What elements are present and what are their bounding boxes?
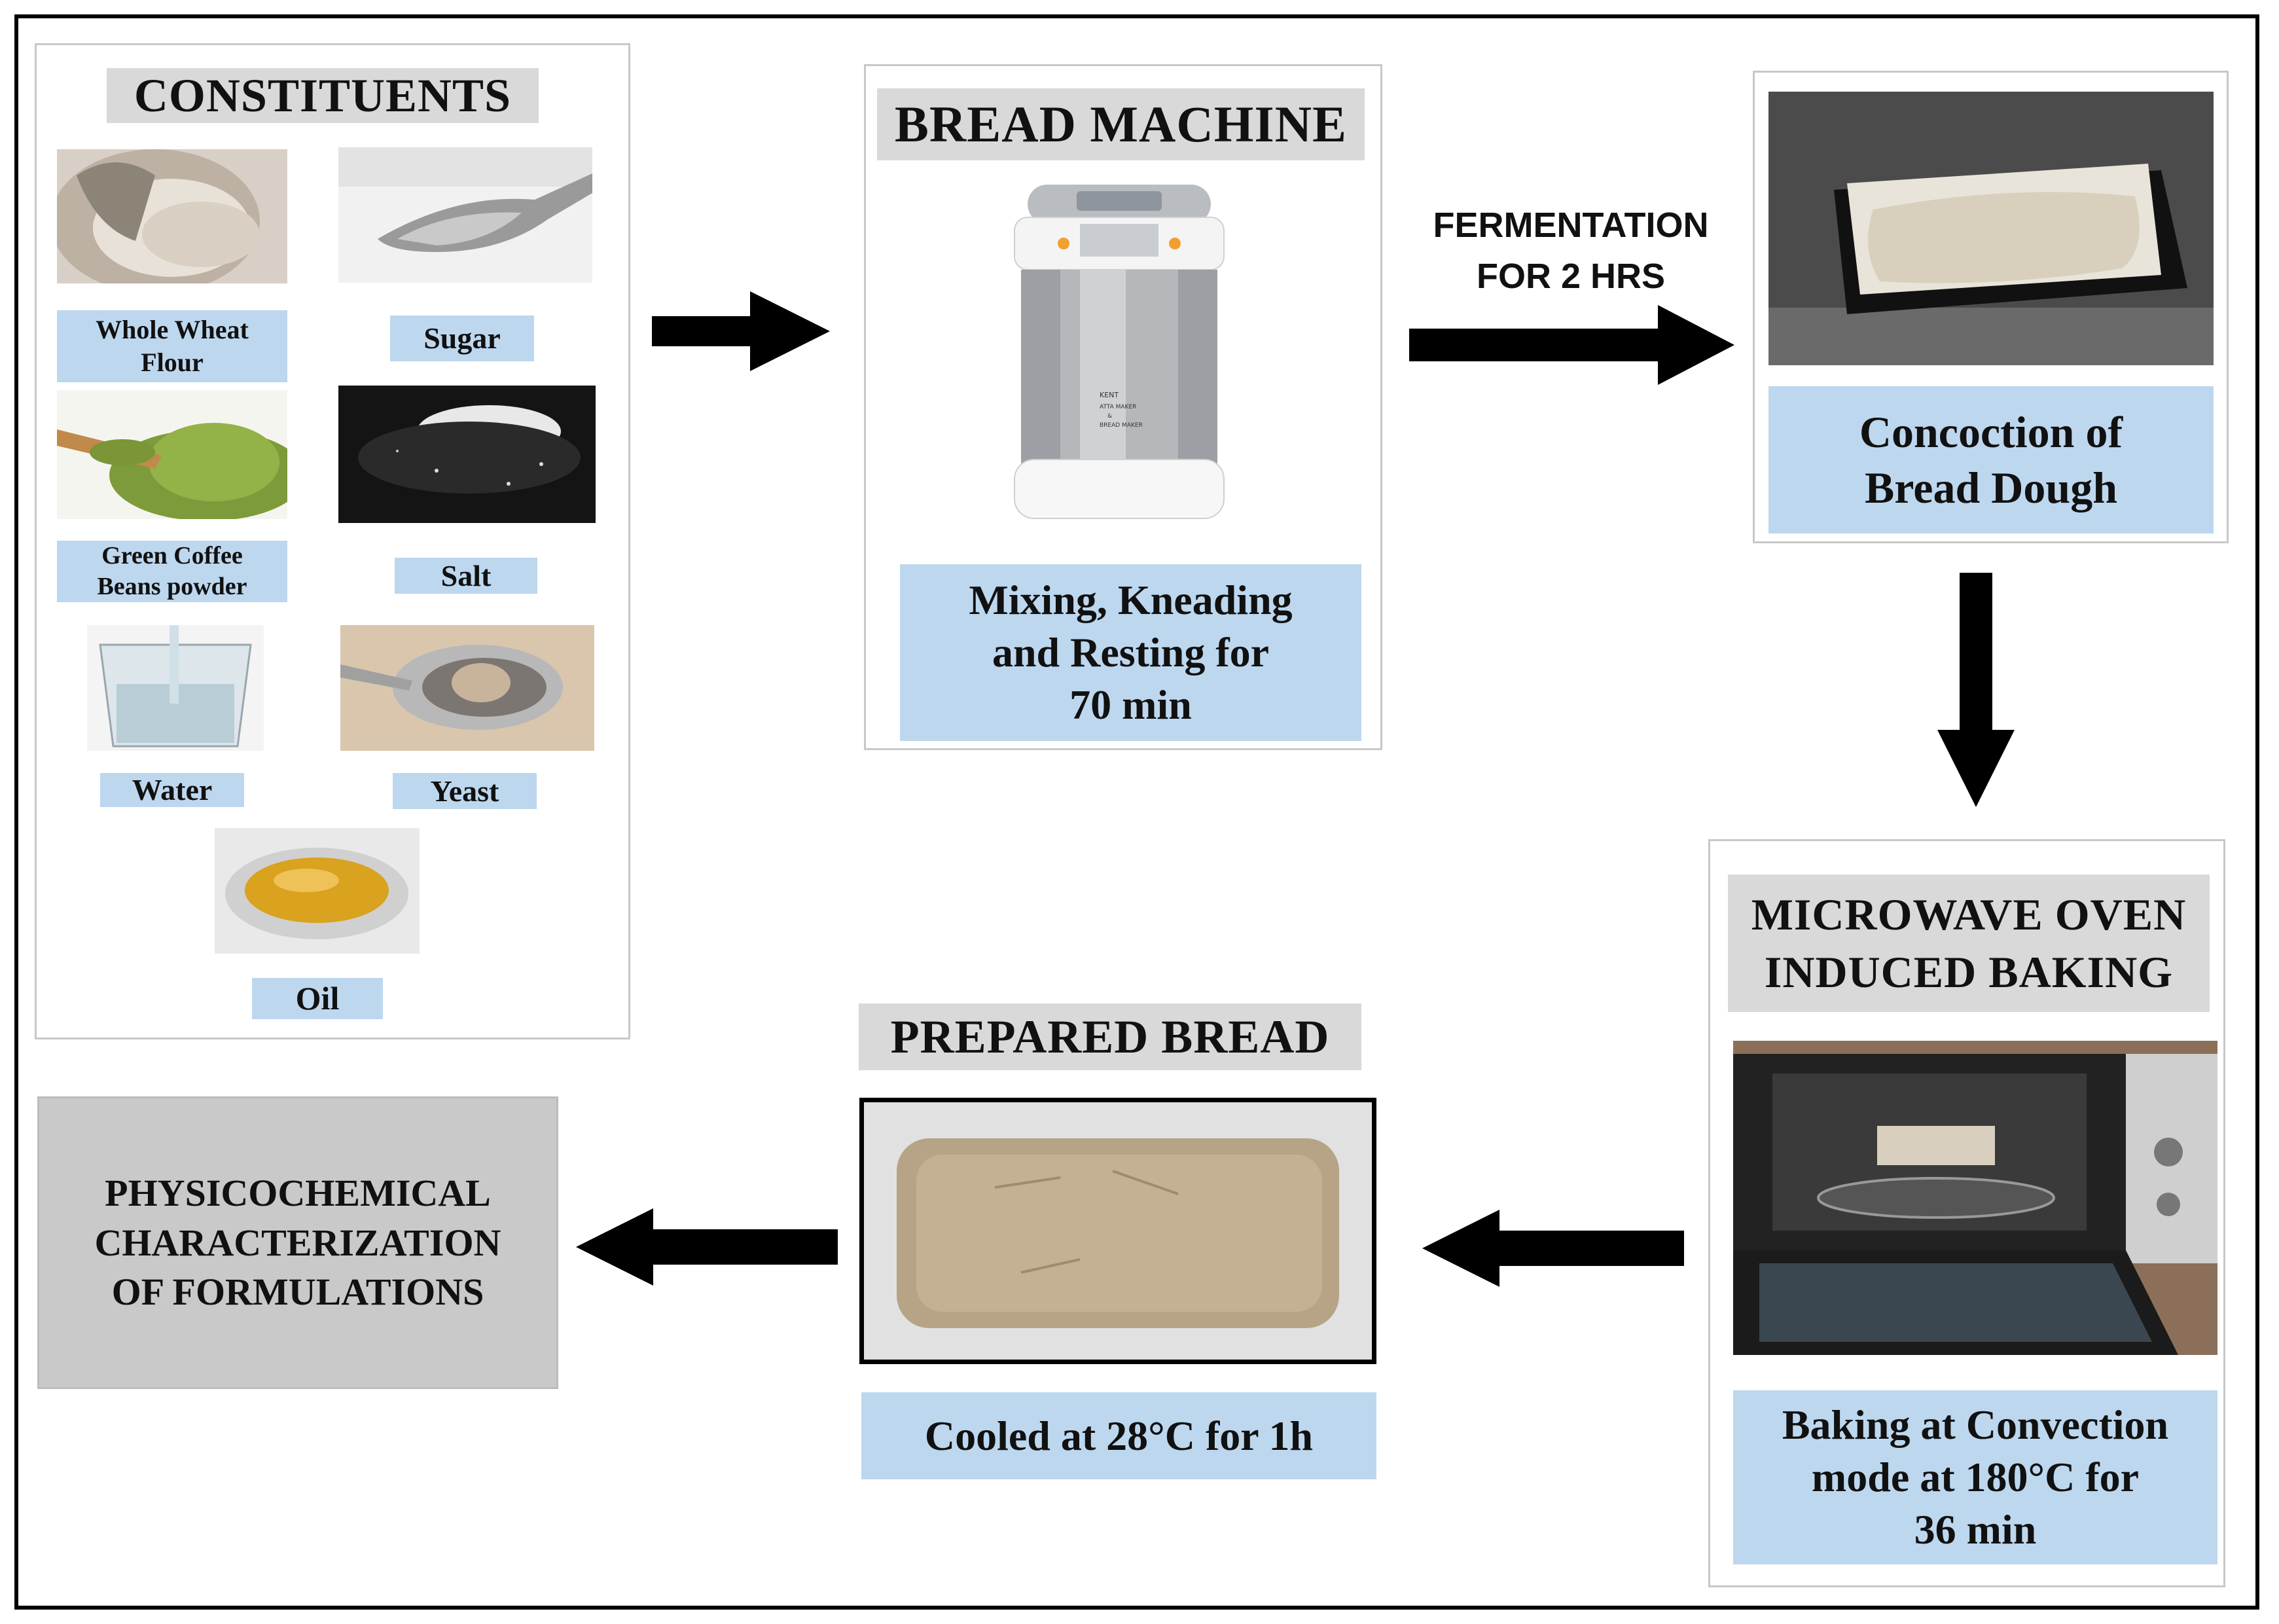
- yeast-image: [340, 625, 594, 751]
- svg-text:BREAD MAKER: BREAD MAKER: [1100, 422, 1143, 429]
- svg-text:&: &: [1107, 413, 1112, 420]
- svg-text:ATTA MAKER: ATTA MAKER: [1100, 404, 1136, 410]
- microwave-oven-image: [1733, 1041, 2217, 1355]
- prepared-bread-caption: Cooled at 28°C for 1h: [861, 1392, 1376, 1479]
- salt-image: [338, 386, 596, 523]
- constituents-title: CONSTITUENTS: [107, 68, 539, 123]
- physicochemical-characterization-box: PHYSICOCHEMICAL CHARACTERIZATION OF FORM…: [37, 1096, 558, 1389]
- arrow-to-microwave: [1937, 573, 2015, 807]
- oil-image: [215, 828, 420, 954]
- salt-label: Salt: [395, 558, 537, 594]
- prepared-bread-image: [859, 1098, 1376, 1364]
- sugar-image: [338, 147, 592, 283]
- svg-text:KENT: KENT: [1100, 391, 1119, 399]
- bread-machine-image: KENT ATTA MAKER & BREAD MAKER: [1001, 178, 1237, 532]
- dough-caption: Concoction of Bread Dough: [1768, 386, 2214, 533]
- bread-dough-image: [1768, 92, 2214, 365]
- bread-machine-caption: Mixing, Kneading and Resting for 70 min: [900, 564, 1361, 741]
- bread-machine-title: BREAD MACHINE: [877, 88, 1365, 160]
- sugar-label: Sugar: [390, 316, 534, 361]
- microwave-title: MICROWAVE OVEN INDUCED BAKING: [1728, 875, 2210, 1012]
- arrow-to-prepared-bread: [1422, 1210, 1684, 1287]
- fermentation-label: FERMENTATION FOR 2 HRS: [1433, 206, 1709, 297]
- oil-label: Oil: [252, 978, 383, 1019]
- diagram-frame: [14, 14, 2259, 1610]
- water-label: Water: [100, 773, 244, 807]
- arrow-to-characterization: [576, 1208, 838, 1286]
- green-coffee-powder-image: [57, 390, 287, 519]
- arrow-to-dough: [1409, 305, 1734, 385]
- prepared-bread-title: PREPARED BREAD: [859, 1003, 1361, 1070]
- yeast-label: Yeast: [393, 773, 537, 809]
- water-image: [87, 625, 264, 751]
- whole-wheat-flour-image: [57, 149, 287, 283]
- arrow-to-bread-machine: [652, 291, 830, 371]
- microwave-caption: Baking at Convection mode at 180°C for 3…: [1733, 1390, 2217, 1564]
